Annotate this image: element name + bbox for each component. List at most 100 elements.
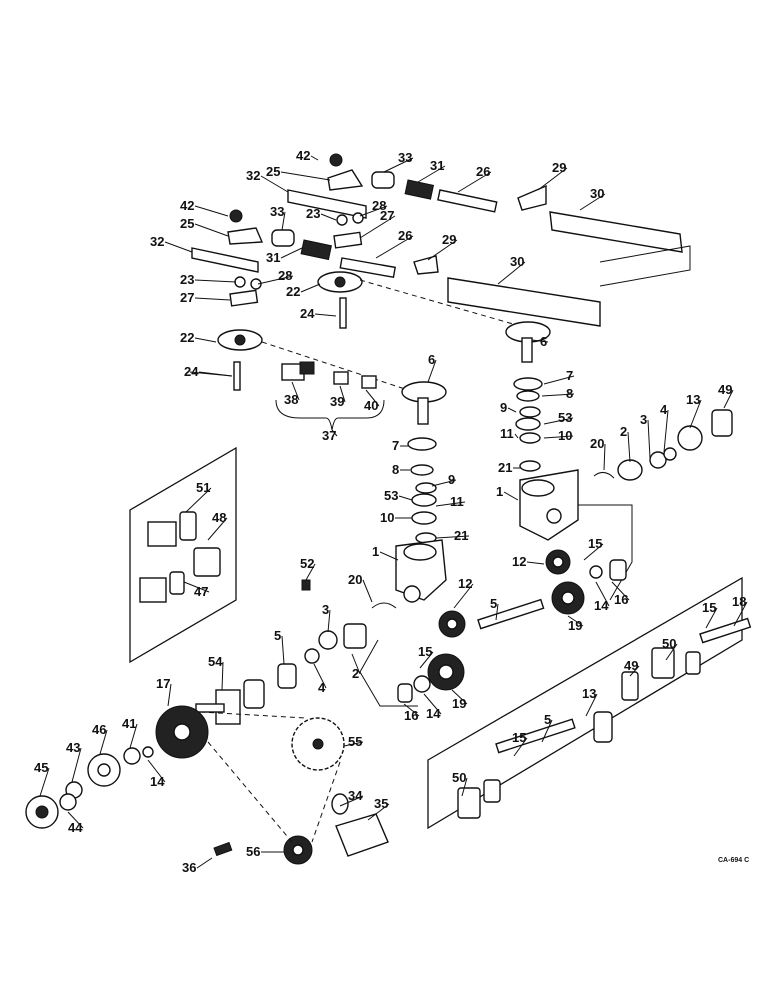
flange-54 [195,679,265,725]
callout-32: 32 [150,234,164,249]
leader-line-5 [541,719,553,743]
bushings-33 [271,171,395,247]
callout-35: 35 [374,796,388,811]
callout-21: 21 [498,460,512,475]
drive-arm-22-upper [317,271,363,293]
callout-9: 9 [448,472,455,487]
leader-line-14 [147,759,166,783]
callout-1: 1 [496,484,503,499]
leader-line-18 [733,601,748,627]
sprocket-56 [283,835,313,865]
leader-line-34 [339,795,364,807]
leader-line-10 [543,435,574,439]
springs-31 [300,179,435,261]
leader-line-21 [435,535,470,539]
drive-arm-22-lower [217,329,263,351]
leader-line-12 [526,561,545,565]
leader-line-36 [196,857,213,869]
callout-49: 49 [624,658,638,673]
callout-8: 8 [566,386,573,401]
callout-33: 33 [270,204,284,219]
leader-line-32 [164,241,193,253]
leader-line-2 [627,431,631,463]
callout-13: 13 [686,392,700,407]
arrow-38-lower [189,371,233,377]
leader-line-14 [423,693,442,715]
links-27 [229,231,363,307]
callout-11: 11 [500,426,514,441]
callout-55: 55 [348,734,362,749]
leader-line-40 [365,389,380,407]
callout-52: 52 [300,556,314,571]
leader-line-53 [398,495,413,501]
leader-line-19 [451,689,468,705]
callout-16: 16 [614,592,628,607]
callout-14: 14 [150,774,165,789]
leader-line-33 [383,157,414,173]
leader-line-42 [310,155,319,161]
drive-chain [199,711,341,843]
leader-line-53 [543,417,574,425]
callout-42: 42 [296,148,310,163]
leader-line-33 [281,211,286,231]
leader-line-31 [417,165,446,183]
leader-line-8 [541,393,575,397]
chain-link-36 [213,841,233,857]
callout-5: 5 [490,596,497,611]
callout-44: 44 [68,820,83,835]
leader-line-25 [194,223,229,237]
callout-14: 14 [594,598,609,613]
callout-20: 20 [590,436,604,451]
clips-29 [413,184,547,275]
leader-line-12 [453,583,474,609]
callout-26: 26 [476,164,490,179]
callout-24: 24 [184,364,199,379]
leader-line-43 [71,747,82,783]
bolts-42 [229,153,343,223]
leader-line-32 [260,175,289,193]
callout-12: 12 [512,554,526,569]
callout-31: 31 [266,250,280,265]
callout-49: 49 [718,382,732,397]
callout-10: 10 [380,510,394,525]
leader-line-35 [367,803,390,821]
leader-line-49 [723,389,734,409]
leader-line-30 [579,193,606,211]
crank-6-lower [401,381,447,425]
callout-22: 22 [286,284,300,299]
callout-40: 40 [364,398,378,413]
gearbox-housing-center [395,539,447,603]
gear-19-right [551,581,585,615]
callout-15: 15 [588,536,602,551]
callout-23: 23 [180,272,194,287]
callout-25: 25 [266,164,280,179]
shafts-5 [477,598,752,754]
leader-line-6 [531,339,549,343]
gear-19-center [427,653,465,691]
callout-10: 10 [558,428,572,443]
callout-6: 6 [428,352,435,367]
nuts-23-28 [234,212,364,290]
callout-34: 34 [348,788,363,803]
leader-line-48 [207,517,228,541]
leader-line-3 [327,609,331,633]
leader-line-23 [194,279,237,283]
leader-line-27 [194,297,231,301]
leader-line-26 [457,171,492,193]
knife-bar-upper [447,211,691,327]
leader-line-26 [375,235,414,259]
leader-line-29 [427,239,458,261]
leader-line-15 [513,737,528,757]
callout-36: 36 [182,860,196,875]
bearings-and-spacers [304,409,733,703]
leader-line-11 [514,433,519,439]
leader-line-5 [281,635,285,665]
callout-28: 28 [372,198,386,213]
leader-line-14 [595,581,610,607]
leader-line-20 [603,443,606,471]
sprocket-55 [291,717,345,771]
leader-line-19 [567,615,584,627]
alignment-line-upper [359,279,521,327]
callout-43: 43 [66,740,80,755]
inset-panel-left [129,446,237,664]
